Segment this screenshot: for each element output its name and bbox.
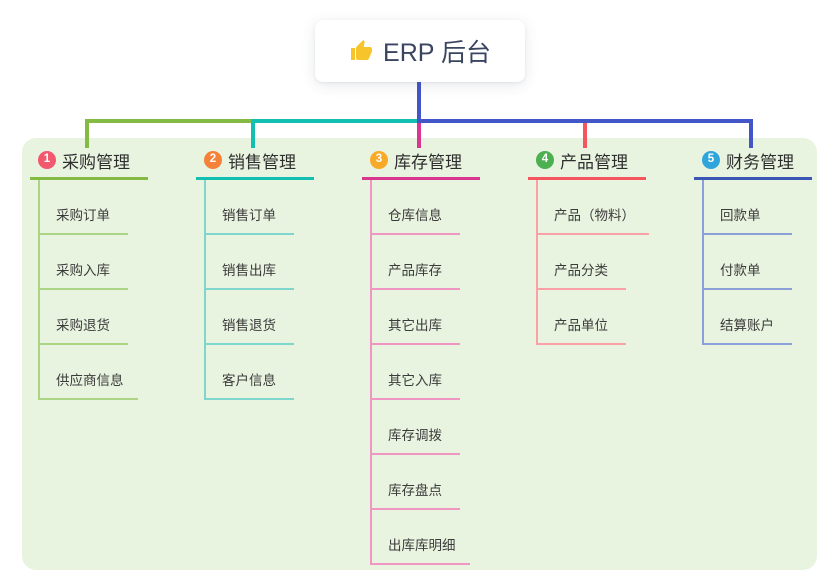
branch-4: 4 产品管理 产品（物料）产品分类产品单位: [528, 150, 649, 345]
branch-3: 3 库存管理 仓库信息产品库存其它出库其它入库库存调拨库存盘点出库库明细: [362, 150, 480, 565]
branch-item-list: 回款单付款单结算账户: [702, 180, 812, 345]
branch-number-badge: 3: [370, 151, 388, 169]
mindmap-item[interactable]: 采购订单: [40, 180, 128, 235]
branch-title-label: 采购管理: [62, 152, 130, 172]
mindmap-item[interactable]: 付款单: [704, 235, 792, 290]
connector-line: [251, 119, 421, 123]
branch-node[interactable]: 4 产品管理: [528, 150, 646, 180]
branch-title-label: 销售管理: [228, 152, 296, 172]
branch-node[interactable]: 5 财务管理: [694, 150, 812, 180]
mindmap-item[interactable]: 库存调拨: [372, 400, 460, 455]
mindmap-item[interactable]: 其它入库: [372, 345, 460, 400]
branch-number-badge: 5: [702, 151, 720, 169]
mindmap-item[interactable]: 供应商信息: [40, 345, 138, 400]
branch-title-label: 财务管理: [726, 152, 794, 172]
branch-2: 2 销售管理 销售订单销售出库销售退货客户信息: [196, 150, 314, 400]
mindmap-item[interactable]: 产品（物料）: [538, 180, 649, 235]
connector-line: [749, 119, 753, 148]
mindmap-item[interactable]: 回款单: [704, 180, 792, 235]
branch-node[interactable]: 1 采购管理: [30, 150, 148, 180]
mindmap-item[interactable]: 其它出库: [372, 290, 460, 345]
mindmap-item[interactable]: 销售退货: [206, 290, 294, 345]
mindmap-item[interactable]: 产品分类: [538, 235, 626, 290]
branch-number-badge: 2: [204, 151, 222, 169]
branch-item-list: 销售订单销售出库销售退货客户信息: [204, 180, 314, 400]
connector-line: [417, 82, 421, 123]
mindmap-item[interactable]: 库存盘点: [372, 455, 460, 510]
connector-line: [85, 119, 255, 123]
mindmap-item[interactable]: 销售出库: [206, 235, 294, 290]
branch-1: 1 采购管理 采购订单采购入库采购退货供应商信息: [30, 150, 148, 400]
mindmap-item[interactable]: 结算账户: [704, 290, 792, 345]
branch-item-list: 产品（物料）产品分类产品单位: [536, 180, 649, 345]
branch-number-badge: 1: [38, 151, 56, 169]
branch-number-badge: 4: [536, 151, 554, 169]
connector-line: [251, 119, 255, 148]
mindmap-item[interactable]: 出库库明细: [372, 510, 470, 565]
mindmap-item[interactable]: 销售订单: [206, 180, 294, 235]
branch-item-list: 仓库信息产品库存其它出库其它入库库存调拨库存盘点出库库明细: [370, 180, 480, 565]
connector-line: [583, 119, 587, 148]
branch-node[interactable]: 2 销售管理: [196, 150, 314, 180]
connector-line: [417, 119, 421, 148]
thumbs-up-icon: [349, 39, 373, 63]
mindmap-item[interactable]: 采购入库: [40, 235, 128, 290]
connector-line: [417, 119, 753, 123]
mindmap-item[interactable]: 采购退货: [40, 290, 128, 345]
connector-line: [85, 119, 89, 148]
mindmap-item[interactable]: 产品单位: [538, 290, 626, 345]
root-title: ERP 后台: [383, 39, 491, 67]
branch-node[interactable]: 3 库存管理: [362, 150, 480, 180]
mindmap-item[interactable]: 仓库信息: [372, 180, 460, 235]
branch-title-label: 库存管理: [394, 152, 462, 172]
branches-panel: [22, 138, 817, 570]
branch-5: 5 财务管理 回款单付款单结算账户: [694, 150, 812, 345]
branch-item-list: 采购订单采购入库采购退货供应商信息: [38, 180, 148, 400]
root-node[interactable]: ERP 后台: [315, 20, 525, 82]
branch-title-label: 产品管理: [560, 152, 628, 172]
mindmap-item[interactable]: 客户信息: [206, 345, 294, 400]
mindmap-item[interactable]: 产品库存: [372, 235, 460, 290]
